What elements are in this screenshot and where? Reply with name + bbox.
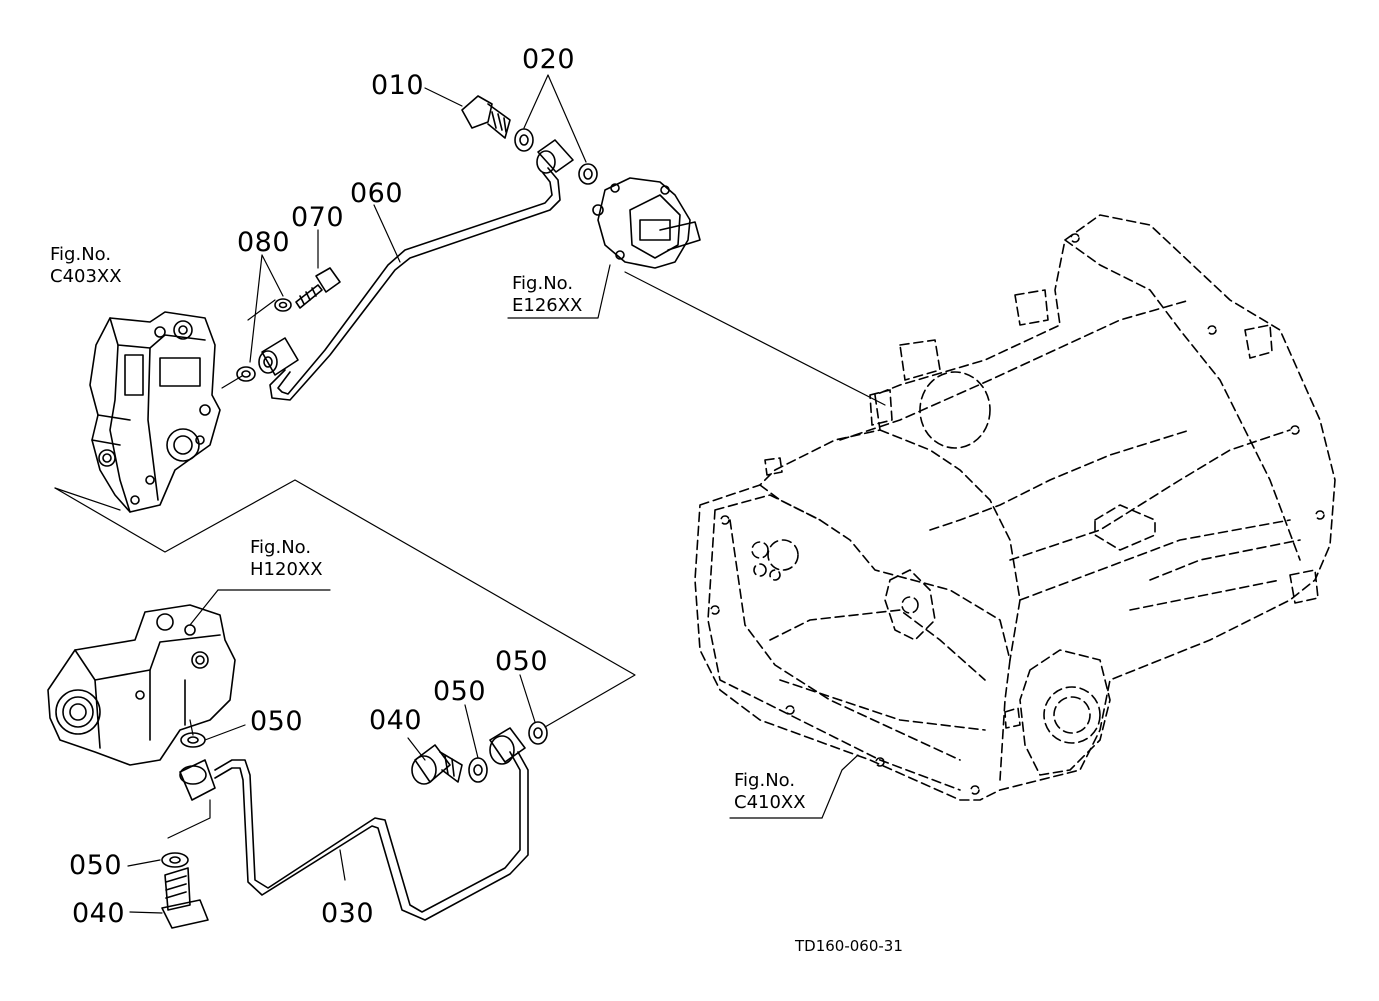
part-label-020: 020 <box>522 44 576 75</box>
solenoid-valve <box>592 177 701 269</box>
washer-050-pump-bottom <box>161 852 189 868</box>
figure-ref-number: C410XX <box>734 792 806 813</box>
figure-ref-e126: Fig.No. E126XX <box>512 273 582 317</box>
part-label-070: 070 <box>291 202 345 233</box>
part-label-050-right: 050 <box>495 646 549 677</box>
banjo-bolt-040-upper <box>411 744 463 785</box>
washer-080-upper <box>274 298 292 312</box>
control-valve-body <box>89 311 221 513</box>
part-label-010: 010 <box>371 70 425 101</box>
figure-ref-number: H120XX <box>250 559 323 580</box>
pipe-060 <box>269 167 561 401</box>
figure-ref-h120: Fig.No. H120XX <box>250 537 323 581</box>
banjo-bolt-040-lower <box>161 867 209 929</box>
washer-050-mid <box>468 757 488 783</box>
banjo-eye-pump <box>179 759 216 801</box>
part-label-080: 080 <box>237 227 291 258</box>
banjo-bolt-010 <box>461 95 511 139</box>
part-label-060: 060 <box>350 178 404 209</box>
hydraulic-pump <box>47 604 236 766</box>
figure-ref-c410: Fig.No. C410XX <box>734 770 806 814</box>
figure-ref-title: Fig.No. <box>50 244 112 265</box>
part-label-040-lower: 040 <box>72 898 126 929</box>
figure-ref-number: E126XX <box>512 295 583 316</box>
washer-050-right <box>528 721 548 745</box>
figure-ref-title: Fig.No. <box>250 537 312 558</box>
part-label-040-upper: 040 <box>369 705 423 736</box>
part-label-050-pump: 050 <box>250 706 304 737</box>
banjo-eye-upper <box>536 139 574 174</box>
transmission-case <box>694 214 1336 801</box>
figure-ref-title: Fig.No. <box>734 770 796 791</box>
drawing-code: TD160-060-31 <box>795 937 903 955</box>
washer-020-b <box>578 163 598 185</box>
part-label-050-mid: 050 <box>433 676 487 707</box>
eye-bolt-070 <box>295 267 341 309</box>
pipe-030 <box>214 751 529 921</box>
washer-020-a <box>514 128 534 152</box>
part-label-050-lower: 050 <box>69 850 123 881</box>
part-label-030: 030 <box>321 898 375 929</box>
banjo-fitting <box>258 337 299 376</box>
figure-ref-title: Fig.No. <box>512 273 574 294</box>
washer-080-lower <box>236 366 256 382</box>
figure-ref-number: C403XX <box>50 266 122 287</box>
figure-ref-c403: Fig.No. C403XX <box>50 244 122 288</box>
banjo-eye-pipe <box>489 727 526 765</box>
